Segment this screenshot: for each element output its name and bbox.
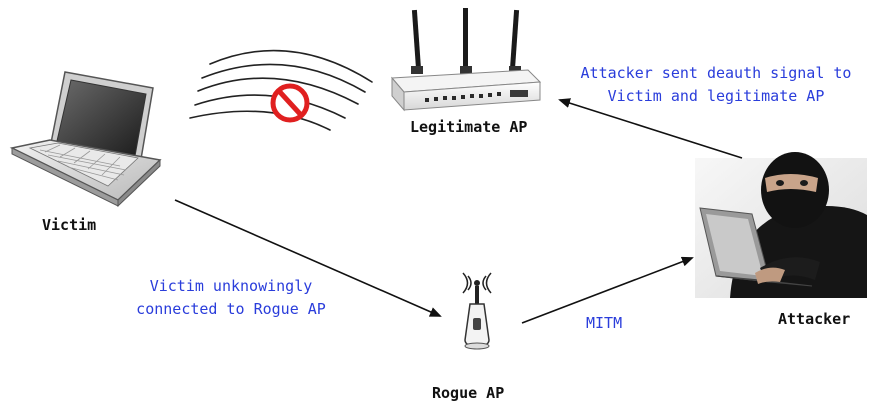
mitm-label: MITM	[586, 314, 623, 332]
attacker-label: Attacker	[778, 310, 851, 328]
victim-annotation-line-1: Victim unknowingly	[149, 277, 313, 295]
legitimate-ap-label: Legitimate AP	[410, 118, 528, 136]
deauth-annotation-line-2: Victim and legitimate AP	[607, 87, 825, 105]
arrow-rogue-ap-to-attacker	[521, 256, 694, 324]
victim-label: Victim	[42, 216, 97, 234]
deauth-annotation: Attacker sent deauth signal to Victim an…	[566, 62, 866, 108]
blocked-signal-icon	[270, 83, 310, 123]
attacker-icon	[695, 152, 867, 298]
laptop-icon	[9, 71, 162, 208]
arrow-victim-to-rogue-ap	[174, 199, 442, 317]
rogue-ap-label: Rogue AP	[432, 384, 505, 402]
wireless-signal-waves	[189, 49, 373, 131]
router-icon	[390, 8, 542, 112]
victim-annotation: Victim unknowingly connected to Rogue AP	[106, 275, 356, 321]
arrow-attacker-to-legitimate-ap	[558, 98, 743, 159]
victim-annotation-line-2: connected to Rogue AP	[136, 300, 326, 318]
deauth-annotation-line-1: Attacker sent deauth signal to	[580, 64, 852, 82]
antenna-icon	[462, 272, 492, 350]
